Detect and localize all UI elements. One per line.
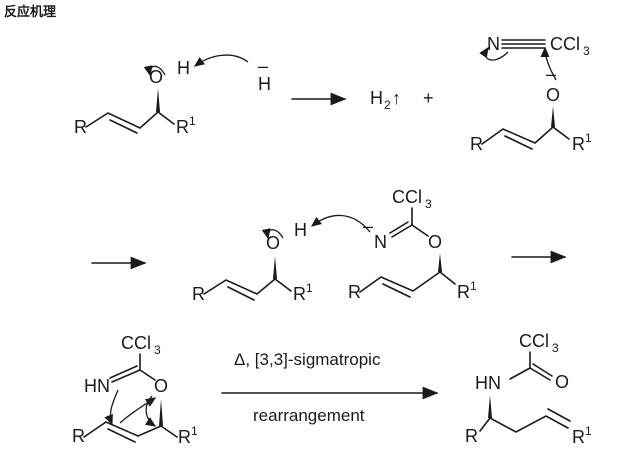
r-label: R [348, 282, 361, 302]
alkoxide-oxygen: O [546, 85, 560, 105]
r-label: R [465, 426, 478, 446]
conditions-line-2: rearrangement [253, 406, 365, 425]
conditions-line-1: Δ, [3,3]-sigmatropic [234, 350, 381, 369]
allylic-alcohol-molecule-2: R O H R 1 [192, 220, 313, 304]
nitrogen-label: N [374, 232, 387, 252]
hydrogen-label: H [294, 220, 307, 240]
curly-arrow-oh-cleavage-2 [261, 228, 284, 240]
ccl3-label: CCl [121, 333, 151, 353]
r1-superscript: 1 [191, 424, 198, 438]
alkoxide-molecule: – O R R 1 [470, 64, 592, 154]
hydride-charge: – [258, 56, 268, 76]
hydride-ion: – H [258, 56, 271, 94]
ccl3-label: CCl [519, 331, 549, 351]
curly-arrow-oh-cleavage [143, 65, 166, 77]
reaction-conditions: Δ, [3,3]-sigmatropic rearrangement [234, 350, 381, 425]
curly-arrow-alkene-shift [119, 397, 157, 424]
hydride-label: H [258, 74, 271, 94]
trichloroacetonitrile-molecule: N CCl 3 [487, 34, 590, 58]
r-label: R [74, 117, 87, 137]
ccl3-subscript: 3 [583, 44, 590, 58]
ccl3-label: CCl [392, 187, 422, 207]
oxygen-label: O [428, 232, 442, 252]
hydrogen-label: H [177, 58, 190, 78]
ccl3-label: CCl [550, 34, 580, 54]
trichloroacetimidate-molecule: CCl 3 HN O R R 1 [72, 333, 198, 447]
trichloroacetamide-product: CCl 3 O HN R R 1 [465, 331, 592, 447]
imidate-anion-molecule: CCl 3 – N O R R 1 [348, 187, 477, 302]
r1-superscript: 1 [470, 279, 477, 293]
imidate-charge: – [363, 216, 373, 236]
r1-superscript: 1 [306, 281, 313, 295]
page-title: 反应机理 [4, 5, 57, 20]
r-label: R [72, 426, 85, 446]
curly-arrow-n-attack [104, 389, 119, 426]
r1-superscript: 1 [585, 131, 592, 145]
hn-label: HN [84, 376, 110, 396]
oxygen-label: O [154, 376, 168, 396]
curly-arrow-proton-transfer [310, 214, 371, 233]
allylic-alcohol-molecule: R O H R 1 [74, 58, 196, 137]
nitrogen-label: N [487, 34, 500, 54]
r1-label: R [176, 117, 189, 137]
hn-label: HN [475, 373, 501, 393]
r1-label: R [293, 284, 306, 304]
r1-label: R [572, 427, 585, 447]
oxygen-label: O [555, 372, 569, 392]
r-label: R [192, 284, 205, 304]
plus-sign: + [423, 88, 434, 108]
r1-superscript: 1 [585, 424, 592, 438]
ccl3-subscript: 3 [552, 341, 559, 355]
r1-superscript: 1 [189, 114, 196, 128]
gas-evolution-arrow: ↑ [392, 88, 401, 108]
alkoxide-charge: – [546, 64, 556, 84]
h2-subscript: 2 [384, 98, 391, 112]
curly-arrow-hydride-attack [193, 54, 249, 67]
r1-label: R [178, 427, 191, 447]
h2-label: H [370, 88, 383, 108]
curly-arrow-alkoxide-attack [540, 46, 557, 81]
ccl3-subscript: 3 [154, 343, 161, 357]
curly-arrow-nitrile-pi [479, 46, 509, 61]
hydrogen-gas-product: H 2 ↑ [370, 88, 401, 112]
r1-label: R [572, 134, 585, 154]
r1-label: R [457, 282, 470, 302]
ccl3-subscript: 3 [425, 197, 432, 211]
r-label: R [470, 134, 483, 154]
curly-arrow-co-cleavage [144, 395, 157, 427]
